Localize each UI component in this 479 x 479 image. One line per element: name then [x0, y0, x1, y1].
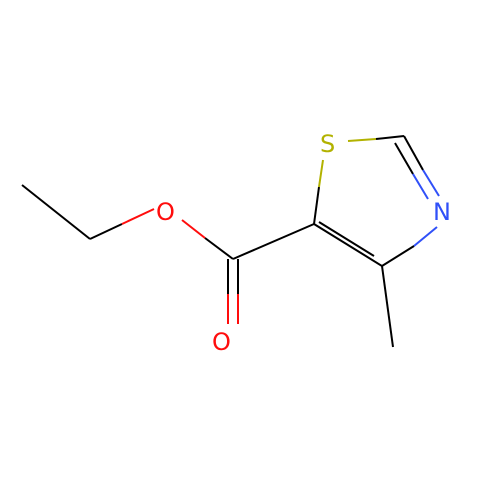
- atom-o-ester: O: [156, 198, 175, 226]
- bond-n-c4: [381, 245, 415, 267]
- atom-o-carbonyl: O: [212, 328, 231, 356]
- bond-c4-methyl: [381, 265, 394, 348]
- bond-c2-n-a-blue: [422, 169, 440, 197]
- bond-s-c2-yellow: [347, 138, 377, 142]
- bond-c2-n-b: [394, 142, 414, 175]
- bond-o-c-red: [181, 219, 206, 239]
- bond-c2-n-a: [403, 135, 424, 171]
- bond-ch2-o-red: [121, 208, 155, 225]
- bond-s-c2: [375, 135, 405, 140]
- bond-n-c4-blue: [413, 226, 438, 247]
- bond-c4-c5-inner: [318, 221, 375, 257]
- atom-s: S: [320, 130, 335, 158]
- bond-c5-s-yellow: [318, 159, 324, 188]
- bond-ch2-o: [89, 223, 123, 240]
- bond-ch3-ch2: [21, 184, 91, 240]
- bond-o-c: [204, 237, 234, 260]
- bond-c5-s: [313, 186, 320, 225]
- bond-c-c5: [232, 223, 315, 260]
- atom-n: N: [433, 198, 451, 226]
- bond-c2-n-b-blue: [412, 173, 429, 200]
- bond-c4-c5: [313, 223, 383, 267]
